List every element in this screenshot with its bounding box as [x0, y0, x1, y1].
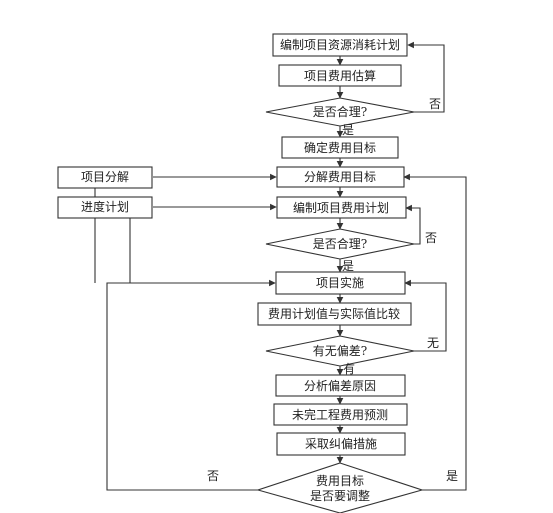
diamond-reasonable-1 — [265, 97, 415, 127]
box-cost-estimate — [278, 64, 402, 87]
edge-label-no-2: 否 — [425, 231, 437, 245]
box-plan-consumption — [272, 33, 408, 57]
edge-label-has: 有 — [343, 362, 355, 376]
label-reasonable-2: 是否合理? — [313, 236, 367, 251]
box-compare — [257, 302, 412, 326]
box-schedule-plan — [57, 196, 153, 219]
edge-label-yes-1: 是 — [342, 123, 354, 137]
label-implementation: 项目实施 — [316, 275, 364, 290]
label-reasonable-1: 是否合理? — [313, 104, 367, 119]
box-analyze-cause — [275, 374, 406, 397]
box-forecast — [273, 403, 408, 426]
label-schedule-plan: 进度计划 — [81, 199, 129, 214]
edge-check1-no-loop — [407, 41, 445, 113]
label-set-target: 确定费用目标 — [304, 140, 376, 155]
label-corrective: 采取纠偏措施 — [305, 436, 377, 451]
diamond-adjust — [256, 462, 424, 513]
box-compile-cost-plan — [276, 196, 407, 219]
diamond-reasonable-2 — [265, 228, 415, 260]
label-compare: 费用计划值与实际值比较 — [268, 306, 400, 321]
edge-label-no-3: 否 — [207, 469, 219, 483]
label-breakdown-target: 分解费用目标 — [304, 170, 376, 184]
label-plan-consumption: 编制项目资源消耗计划 — [280, 37, 400, 52]
edge-label-no-1: 否 — [429, 97, 441, 111]
label-adjust-line1: 费用目标 — [316, 474, 364, 488]
label-cost-estimate: 项目费用估算 — [304, 68, 376, 83]
box-implementation — [275, 271, 406, 295]
edge-label-yes-3: 是 — [446, 469, 458, 483]
box-project-breakdown — [57, 166, 153, 189]
box-breakdown-target — [276, 166, 405, 188]
label-forecast: 未完工程费用预测 — [292, 407, 388, 422]
box-set-target — [281, 136, 399, 159]
edge-label-yes-2: 是 — [342, 259, 354, 273]
edge-check2-no-loop — [405, 204, 421, 245]
label-project-breakdown: 项目分解 — [81, 170, 129, 184]
edge-adjust-yes-loop — [403, 173, 467, 491]
edge-label-none: 无 — [427, 336, 439, 350]
label-analyze-cause: 分析偏差原因 — [304, 378, 376, 393]
label-deviation: 有无偏差? — [313, 343, 367, 358]
diamond-deviation — [265, 335, 415, 367]
edge-deviation-none-loop — [404, 279, 447, 352]
edge-adjust-no-loop — [106, 279, 276, 491]
box-corrective — [276, 432, 406, 456]
label-compile-cost-plan: 编制项目费用计划 — [293, 200, 389, 215]
label-adjust-line2: 是否要调整 — [310, 488, 370, 503]
